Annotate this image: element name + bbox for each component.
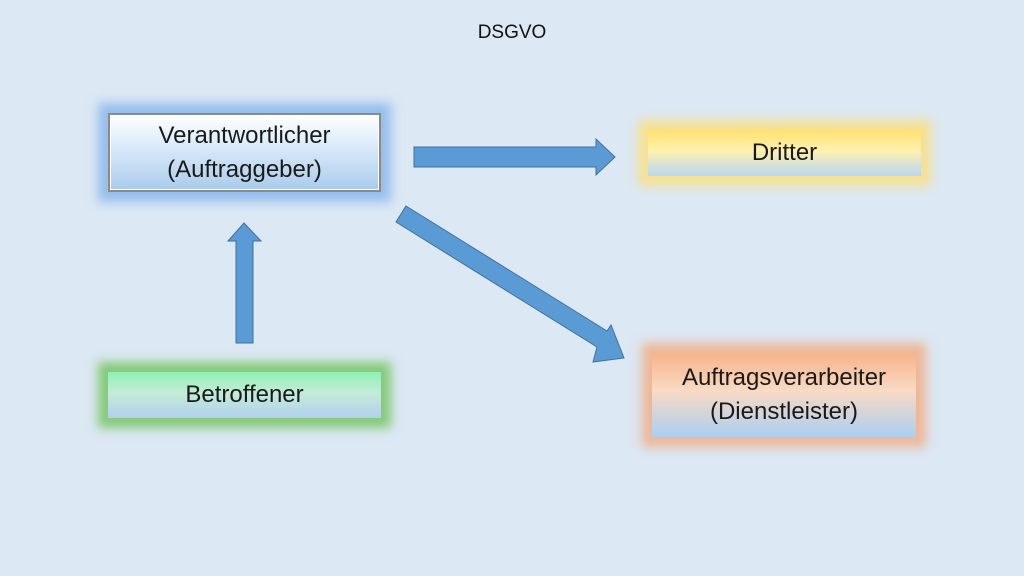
- node-betroffener: Betroffener: [108, 372, 381, 418]
- node-verantwortlicher-line2: (Auftraggeber): [167, 155, 322, 183]
- node-verantwortlicher-line1: Verantwortlicher: [158, 121, 331, 149]
- node-dritter: Dritter: [648, 130, 921, 176]
- slide-title: DSGVO: [477, 22, 547, 43]
- arrow-betroffener-to-verantwortlicher: [226, 222, 263, 344]
- node-verantwortlicher: Verantwortlicher (Auftraggeber): [108, 113, 381, 192]
- node-auftragsverarbeiter-line2: (Dienstleister): [709, 398, 859, 425]
- arrow-verantwortlicher-to-auftragsverarbeiter: [395, 205, 625, 363]
- node-auftragsverarbeiter: Auftragsverarbeiter (Dienstleister): [652, 353, 916, 437]
- node-auftragsverarbeiter-line1: Auftragsverarbeiter: [681, 364, 887, 392]
- node-dritter-label: Dritter: [751, 139, 818, 167]
- arrow-verantwortlicher-to-dritter: [413, 137, 616, 177]
- node-betroffener-label: Betroffener: [185, 381, 304, 409]
